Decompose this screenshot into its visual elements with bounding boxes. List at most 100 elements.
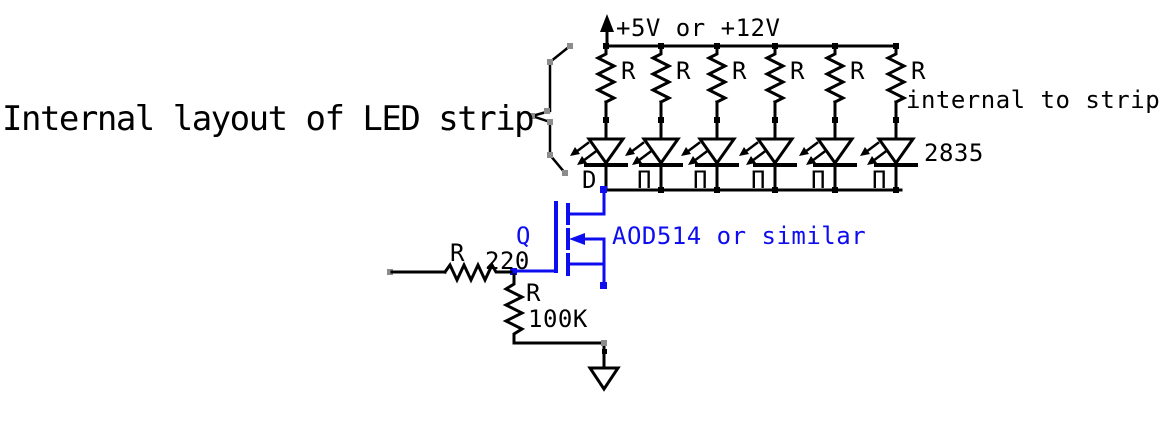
light-arrow-icon [692,150,708,163]
cathode-mark-label: Π [693,166,708,194]
body-wire [583,237,606,266]
cathode-mark-label: Π [811,166,826,194]
wire-endpoint-handle [387,269,393,275]
power-rail-label: +5V or +12V [616,14,781,42]
pulldown-resistor-label: R [526,279,541,307]
led-symbol [697,137,737,166]
ground-return-wire [512,341,606,370]
junction-dot [832,117,838,123]
junction-dot [893,43,899,49]
light-arrow-icon [743,141,759,154]
light-arrow-icon [574,141,590,154]
light-arrow-icon [746,156,756,165]
light-arrow-icon [750,150,766,163]
branch-resistor-label: R [621,57,636,85]
led-branch [739,43,797,193]
light-arrow-icon [681,147,691,156]
light-arrow-icon [632,156,642,165]
led-symbol [876,137,916,166]
led-branch [799,43,857,193]
led-branch [625,43,683,193]
led-branch [860,43,918,193]
led-symbol [755,137,795,166]
light-arrow-icon [629,141,645,154]
led-branch [681,43,739,193]
junction-dot [772,187,778,193]
junction-dot [714,43,720,49]
junction-dot [658,117,664,123]
gate-resistor-label: R [450,239,465,267]
branch-resistor-label: R [850,57,865,85]
led-part-label: 2835 [924,139,984,167]
junction-dot [600,282,607,289]
junction-dot [893,117,899,123]
cathode-mark-label: Π [872,166,887,194]
led-symbol [641,137,681,166]
ground-icon [587,366,621,392]
body-arrow-icon [569,233,585,245]
junction-dot [714,187,720,193]
strip-note-label: internal to strip [906,86,1161,114]
junction-dot [832,43,838,49]
junction-dot [832,187,838,193]
gate-resistor-value: 220 [485,247,530,275]
light-arrow-icon [688,156,698,165]
light-arrow-icon [577,156,587,165]
junction-dot [510,268,517,275]
light-arrow-icon [685,141,701,154]
branch-resistor-label: R [676,57,691,85]
light-arrow-icon [867,156,877,165]
endpoint-handle [547,119,553,125]
drain-terminal-label: D [582,166,597,194]
light-arrow-icon [806,156,816,165]
led-symbol [815,137,855,166]
junction-dot [603,43,609,49]
branch-resistor-label: R [790,57,805,85]
light-arrow-icon [871,150,887,163]
light-arrow-icon [739,147,749,156]
light-arrow-icon [803,141,819,154]
junction-dot [772,43,778,49]
junction-dot [893,187,899,193]
resistor-symbol [705,44,729,105]
endpoint-handle [547,152,553,158]
resistor-symbol [884,44,908,105]
mosfet-note-label: AOD514 or similar [612,222,867,250]
junction-dot [600,186,607,193]
endpoint-handle [547,59,553,65]
mosfet-ref-label: Q [516,222,531,250]
endpoint-handle [567,43,573,49]
cathode-mark-label: Π [637,166,652,194]
resistor-symbol [594,44,618,105]
diagram-title: Internal layout of LED strip [2,99,535,139]
mosfet-symbol [510,186,607,289]
led-symbol [586,137,626,166]
drain-wire [567,188,606,216]
light-arrow-icon [860,147,870,156]
light-arrow-icon [581,150,597,163]
branch-resistor-label: R [911,57,926,85]
endpoint-handle [529,113,535,119]
light-arrow-icon [864,141,880,154]
light-arrow-icon [810,150,826,163]
pulldown-resistor-value: 100K [528,305,588,333]
junction-dot [772,117,778,123]
light-arrow-icon [799,147,809,156]
led-branch [570,43,628,192]
source-wire [567,262,606,288]
pulldown-resistor-symbol [502,273,526,345]
junction-dot [602,349,607,354]
branch-resistor-label: R [732,57,747,85]
resistor-symbol [823,44,847,105]
junction-dot [658,43,664,49]
led-branches [570,43,918,193]
junction-dot [603,117,609,123]
junction-dot [658,187,664,193]
light-arrow-icon [625,147,635,156]
endpoint-handle [562,170,568,176]
power-arrow-icon [600,14,614,32]
light-arrow-icon [570,147,580,156]
junction-dot [714,117,720,123]
